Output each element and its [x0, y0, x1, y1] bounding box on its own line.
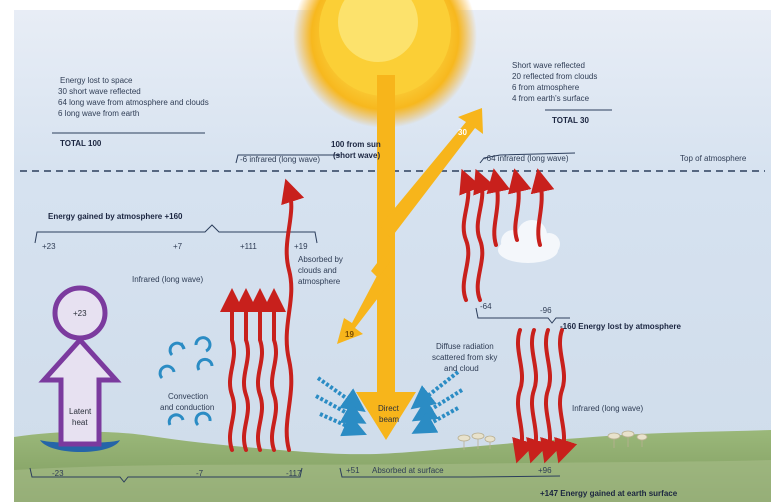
diffuse-line-2: scattered from sky: [432, 353, 497, 363]
absorbed-clouds-line-3: atmosphere: [298, 277, 340, 287]
atmosphere-gain-19: +19: [294, 242, 308, 252]
latent-line-2: heat: [72, 418, 88, 428]
diffuse-line-1: Diffuse radiation: [436, 342, 494, 352]
atmosphere-gain-label: Energy gained by atmosphere +160: [48, 212, 183, 222]
atmosphere-loss-label: -160 Energy lost by atmosphere: [560, 322, 681, 332]
surface-gain-label: +147 Energy gained at earth surface: [540, 489, 677, 499]
latent-line-1: Latent: [69, 407, 91, 417]
scatter-value: 19: [345, 330, 354, 340]
infrared-label: Infrared (long wave): [132, 275, 203, 285]
reflected-panel-total: TOTAL 30: [552, 116, 589, 126]
top-of-atmosphere-label: Top of atmosphere: [680, 154, 746, 164]
convection-line-2: and conduction: [160, 403, 214, 413]
atmosphere-gain-23: +23: [42, 242, 56, 252]
infrared-down-label: Infrared (long wave): [572, 404, 643, 414]
infrared-out-6: -6 infrared (long wave): [240, 155, 320, 165]
atmosphere-gain-111: +111: [240, 242, 257, 252]
surface-absorbed-label: Absorbed at surface: [372, 466, 444, 476]
reflected-panel-line-3: 4 from earth's surface: [512, 94, 589, 104]
reflected-panel-title: Short wave reflected: [512, 61, 585, 71]
surface-right-value: +96: [538, 466, 552, 476]
atmosphere-gain-7: +7: [173, 242, 182, 252]
direct-beam-line-2: beam: [379, 415, 399, 425]
reflected-panel-line-2: 6 from atmosphere: [512, 83, 579, 93]
absorbed-clouds-line-1: Absorbed by: [298, 255, 343, 265]
surface-absorbed-value: +51: [346, 466, 360, 476]
space-panel-line-1: 30 short wave reflected: [58, 87, 141, 97]
surface-value-23: -23: [52, 469, 64, 479]
sun-label-line-2: (short wave): [333, 151, 380, 161]
absorbed-clouds-line-2: clouds and: [298, 266, 337, 276]
sun-label-line-1: 100 from sun: [331, 140, 381, 150]
surface-value-7: -7: [196, 469, 203, 479]
space-panel-total: TOTAL 100: [60, 139, 101, 149]
infrared-out-64: -64 infrared (long wave): [484, 154, 568, 164]
space-panel-title: Energy lost to space: [60, 76, 132, 86]
space-panel-line-2: 64 long wave from atmosphere and clouds: [58, 98, 209, 108]
atmosphere-loss-left: -64: [480, 302, 492, 312]
diffuse-line-3: and cloud: [444, 364, 479, 374]
direct-beam-line-1: Direct: [378, 404, 399, 414]
reflected-value: 30: [458, 128, 467, 138]
latent-value: +23: [73, 309, 87, 319]
surface-value-117: -117: [286, 469, 301, 479]
atmosphere-loss-right: -96: [540, 306, 552, 316]
space-panel-line-3: 6 long wave from earth: [58, 109, 139, 119]
convection-line-1: Convection: [168, 392, 208, 402]
reflected-panel-line-1: 20 reflected from clouds: [512, 72, 597, 82]
